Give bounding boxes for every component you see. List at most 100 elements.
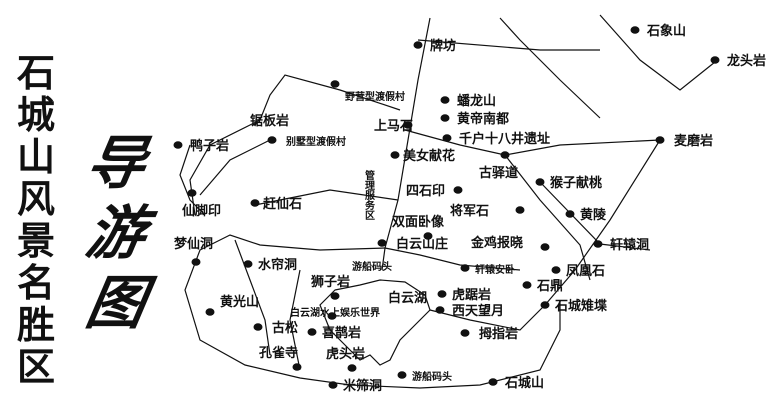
place-shiding: 石鼎 (522, 279, 563, 294)
place-label: 石鼎 (536, 279, 563, 294)
place-marker (460, 329, 470, 337)
place-marker (535, 178, 545, 186)
place-marker (440, 114, 450, 122)
place-huangguang: 黄光山 (205, 294, 259, 316)
place-yeying: 野营型渡假村 (330, 80, 405, 103)
place-label: 游船码头 (412, 370, 452, 383)
place-yule: 白云湖水上娱乐世界 (290, 306, 380, 320)
place-guanli: 管理服务区 (363, 169, 375, 220)
place-marker (191, 258, 201, 266)
place-marker (488, 378, 498, 386)
road (429, 304, 546, 331)
place-ganxian: 赶仙石 (250, 196, 302, 212)
place-marker (250, 199, 260, 207)
place-xique: 喜鹊岩 (307, 325, 361, 341)
place-label: 龙头岩 (727, 53, 766, 69)
place-label: 金鸡报晓 (470, 235, 523, 251)
place-guyidao: 古驿道 (479, 151, 518, 181)
place-label: 美女献花 (403, 148, 455, 164)
place-youchuan2: 游船码头 (397, 370, 452, 383)
road (199, 139, 271, 196)
place-hulu: 虎踞岩 (437, 287, 491, 303)
place-label: 管理服务区 (363, 169, 375, 220)
place-sishiyin: 四石印 (406, 184, 463, 199)
place-marker (565, 210, 575, 218)
place-label: 虎头岩 (326, 346, 365, 362)
place-label: 游船码头 (352, 260, 392, 273)
place-marker (397, 371, 407, 379)
place-marker (551, 266, 561, 274)
place-label: 野营型渡假村 (345, 90, 405, 103)
place-label: 别墅型渡假村 (285, 135, 346, 148)
place-marker (327, 312, 337, 320)
road (179, 144, 206, 216)
place-label: 牌坊 (430, 38, 456, 54)
place-marker (292, 363, 302, 371)
place-marker (253, 323, 263, 331)
place-marker (328, 381, 338, 389)
place-marker (710, 56, 720, 64)
place-marker (307, 328, 317, 336)
place-label: 鸭子岩 (190, 138, 229, 154)
place-label: 水帘洞 (258, 257, 297, 273)
place-jinji: 金鸡报晓 (470, 235, 550, 251)
place-marker (423, 232, 433, 240)
place-label: 黄陵 (580, 207, 607, 223)
road (499, 17, 601, 119)
road (184, 234, 561, 389)
title-char: 石 (16, 51, 55, 95)
place-label: 白云山庄 (396, 236, 448, 252)
place-label: 梦仙洞 (174, 236, 213, 252)
place-label: 古驿道 (479, 165, 518, 181)
place-shuilian: 水帘洞 (243, 257, 297, 273)
place-marker (540, 243, 550, 251)
place-label: 米筛洞 (343, 378, 382, 394)
place-label: 将军石 (450, 203, 489, 219)
place-kongque: 孔雀寺 (259, 345, 302, 371)
places: 石象山龙头岩牌坊野营型渡假村蟠龙山黄帝南都锯板岩别墅型渡假村上马石千户十八井遗址… (173, 23, 766, 394)
place-huangdi: 黄帝南都 (440, 111, 509, 127)
place-marker (403, 121, 413, 129)
place-label: 猴子献桃 (550, 175, 602, 191)
place-mapoyan: 麦磨岩 (655, 133, 713, 149)
title-char: 景 (16, 219, 55, 263)
road (289, 269, 301, 371)
place-gusong: 古松 (253, 320, 298, 336)
place-bieshu: 别墅型渡假村 (267, 135, 346, 148)
place-label: 虎踞岩 (452, 287, 491, 303)
place-label: 西天望月 (452, 303, 504, 319)
title-char: 胜 (16, 303, 55, 347)
place-marker (173, 141, 183, 149)
road (381, 17, 431, 271)
road (599, 14, 716, 91)
place-baiyunhu: 白云湖 (388, 290, 427, 306)
place-marker (347, 364, 357, 372)
place-label: 黄光山 (220, 294, 259, 310)
place-label: 仙脚印 (182, 203, 221, 219)
place-label: 凤凰石 (566, 264, 605, 279)
place-shixiangshan: 石象山 (630, 23, 686, 39)
place-label: 黄帝南都 (457, 111, 509, 127)
place-marker (440, 96, 450, 104)
place-mishai: 米筛洞 (328, 378, 382, 394)
place-shizi: 狮子岩 (310, 274, 350, 300)
place-marker (655, 136, 665, 144)
place-baiyunshanzhuang: 白云山庄 (377, 236, 448, 252)
place-label: 蟠龙山 (457, 93, 496, 109)
lake-outline (319, 279, 431, 366)
place-label: 双面卧像 (392, 214, 445, 230)
place-marker (267, 136, 277, 144)
place-marker (593, 240, 603, 248)
place-longtoushan: 龙头岩 (710, 53, 766, 69)
road (234, 239, 271, 356)
place-label: 麦磨岩 (674, 133, 713, 149)
place-xuanyuandong: 轩辕洞 (593, 237, 649, 253)
place-label: 千户十八井遗址 (459, 131, 550, 147)
road (254, 189, 399, 206)
place-marker (453, 186, 463, 194)
place-label: 四石印 (406, 184, 445, 199)
place-label: 轩辕安卧 (475, 263, 515, 276)
place-hutou: 虎头岩 (326, 346, 365, 372)
place-label: 轩辕洞 (610, 237, 649, 253)
